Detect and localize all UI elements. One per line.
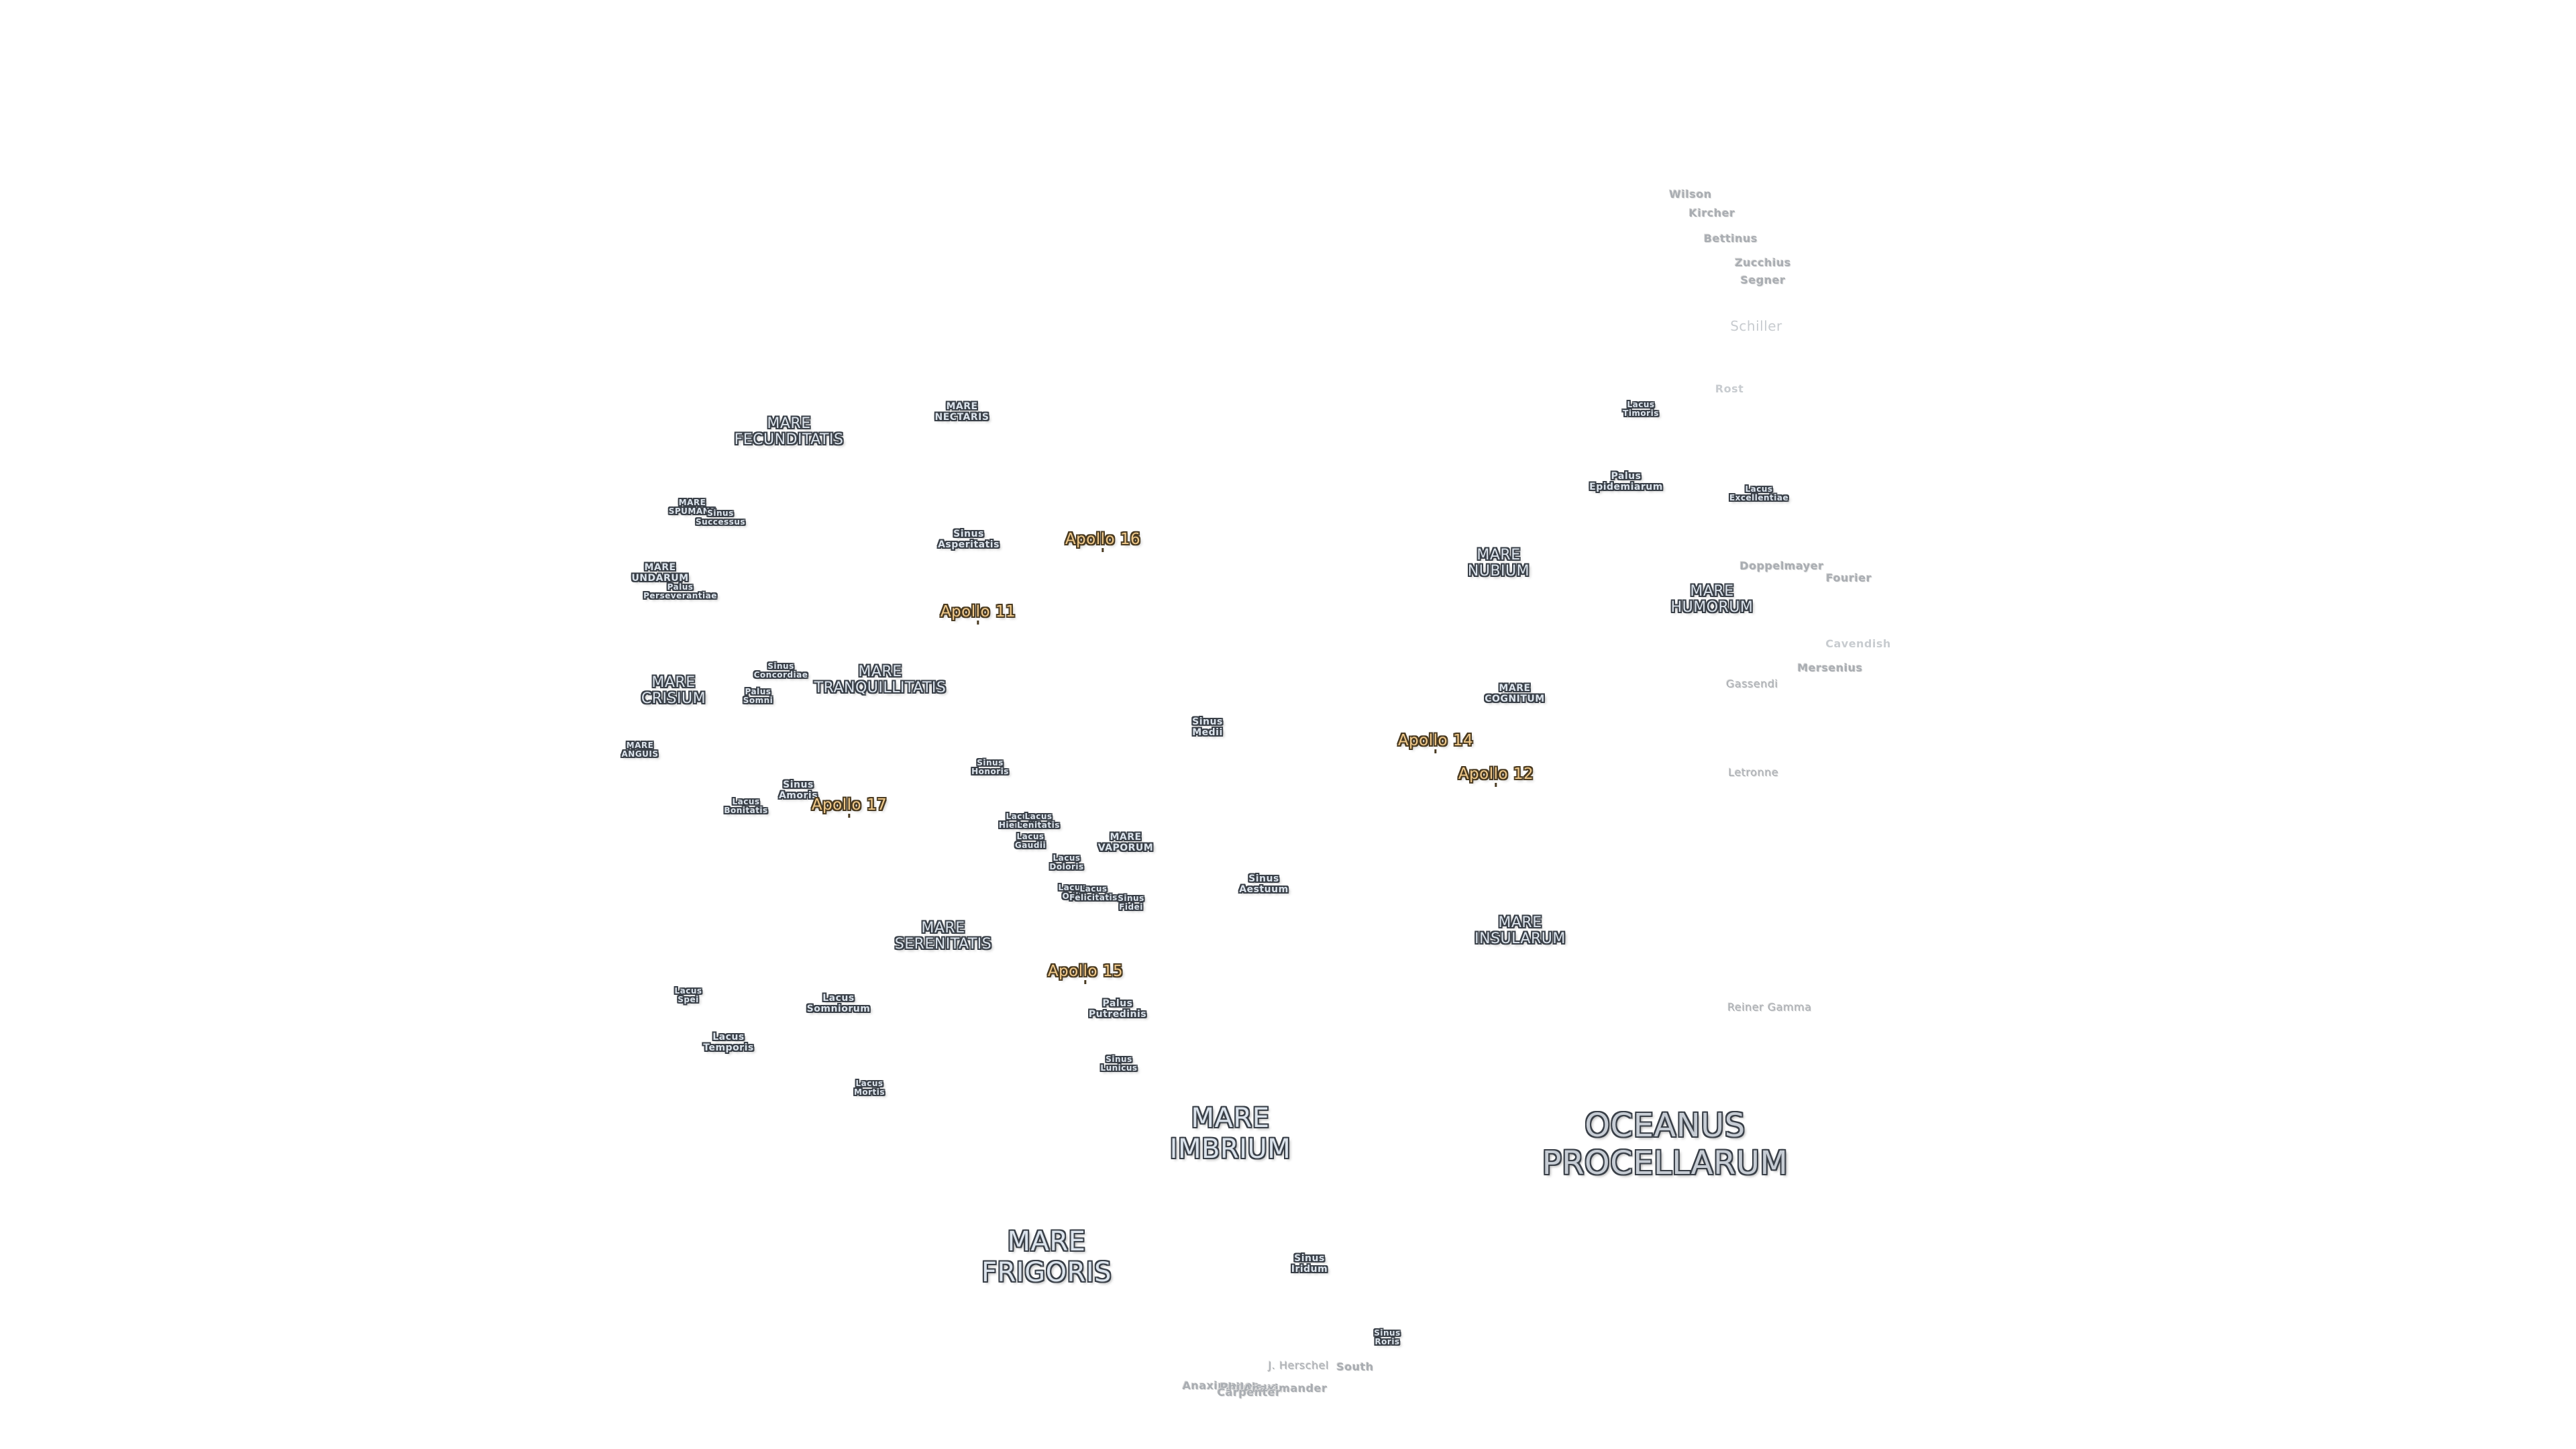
label-lacus-temporis: Lacus Temporis: [703, 1032, 754, 1053]
label-palus-perseverantiae: Palus Perseverantiae: [643, 582, 717, 600]
landing-pin-icon: [1434, 749, 1437, 753]
label-cavendish: Cavendish: [1825, 637, 1891, 650]
label-zucchius: Zucchius: [1735, 256, 1791, 269]
label-mare-anguis: MARE ANGUIS: [621, 741, 659, 759]
label-carpenter: Carpenter: [1217, 1386, 1281, 1399]
landing-pin-icon: [1495, 783, 1497, 787]
landing-pin-icon: [1102, 548, 1104, 552]
label-mare-nectaris: MARE NECTARIS: [934, 401, 989, 423]
apollo-site-apollo-15[interactable]: Apollo 15: [1047, 963, 1124, 984]
apollo-site-apollo-17[interactable]: Apollo 17: [811, 796, 888, 818]
label-anaximenes: Anaximenes: [1182, 1379, 1260, 1392]
label-gassendi: Gassendi: [1726, 678, 1778, 690]
label-wilson: Wilson: [1669, 188, 1712, 201]
label-sinus-successus: Sinus Successus: [695, 508, 746, 527]
label-mare-humorum: MARE HUMORUM: [1670, 583, 1754, 616]
label-mare-imbrium: MARE IMBRIUM: [1169, 1103, 1291, 1165]
label-bettinus: Bettinus: [1703, 232, 1758, 245]
label-lacus-gaudii: Lacus Gaudii: [1014, 832, 1046, 850]
apollo-site-apollo-14[interactable]: Apollo 14: [1397, 732, 1474, 753]
label-anaximander: Anaximander: [1243, 1382, 1328, 1395]
label-lacus-doloris: Lacus Doloris: [1049, 853, 1084, 871]
label-mare-insularum: MARE INSULARUM: [1474, 914, 1566, 947]
label-lacus-felicitatis: Lacus Felicitatis: [1069, 884, 1118, 902]
label-letronne: Letronne: [1728, 766, 1779, 779]
label-segner: Segner: [1740, 274, 1786, 286]
landing-pin-icon: [1084, 980, 1087, 984]
label-lacus-odii: Lacus Odii: [1058, 883, 1086, 901]
label-sinus-iridum: Sinus Iridum: [1291, 1253, 1328, 1275]
label-mare-cognitum: MARE COGNITUM: [1485, 683, 1545, 704]
label-mare-crisium: MARE CRISIUM: [641, 674, 706, 707]
apollo-site-apollo-11[interactable]: Apollo 11: [940, 603, 1016, 625]
label-reiner-gamma: Reiner Gamma: [1727, 1001, 1812, 1014]
landing-pin-icon: [977, 621, 979, 625]
label-lacus-spei: Lacus Spei: [674, 986, 702, 1004]
label-mare-vaporum: MARE VAPORUM: [1097, 832, 1154, 853]
apollo-site-label: Apollo 14: [1397, 732, 1474, 749]
label-fourier: Fourier: [1825, 572, 1872, 584]
label-sinus-honoris: Sinus Honoris: [971, 758, 1009, 776]
apollo-site-apollo-12[interactable]: Apollo 12: [1458, 765, 1534, 787]
label-philolaus: Philolaus: [1220, 1381, 1279, 1393]
label-mersenius: Mersenius: [1797, 661, 1863, 674]
label-kircher: Kircher: [1688, 207, 1735, 219]
apollo-site-apollo-16[interactable]: Apollo 16: [1065, 531, 1141, 552]
label-sinus-amoris: Sinus Amoris: [778, 780, 818, 801]
label-palus-somni: Palus Somni: [743, 687, 773, 705]
landing-pin-icon: [848, 814, 851, 818]
apollo-site-label: Apollo 11: [940, 603, 1016, 621]
label-rost: Rost: [1715, 382, 1744, 395]
label-doppelmayer: Doppelmayer: [1739, 559, 1824, 572]
label-sinus-asperitatis: Sinus Asperitatis: [938, 529, 1000, 550]
label-sinus-lunicus: Sinus Lunicus: [1100, 1055, 1138, 1073]
label-sinus-concordiae: Sinus Concordiae: [753, 661, 808, 680]
label-lacus-mortis: Lacus Mortis: [853, 1079, 885, 1097]
label-lacus-hiemalis: Lacus Hiemalis: [998, 812, 1041, 830]
label-lacus-somniorum: Lacus Somniorum: [806, 993, 871, 1014]
label-sinus-aestuum: Sinus Aestuum: [1239, 873, 1289, 895]
label-mare-fecunditatis: MARE FECUNDITATIS: [734, 415, 844, 448]
label-sinus-medii: Sinus Medii: [1192, 716, 1223, 738]
label-mare-tranquillitatis: MARE TRANQUILLITATIS: [814, 663, 947, 696]
label-oceanus-procellarum: OCEANUS PROCELLARUM: [1542, 1107, 1788, 1182]
label-palus-epidemiarum: Palus Epidemiarum: [1589, 471, 1663, 492]
label-palus-putredinis: Palus Putredinis: [1088, 998, 1147, 1020]
label-lacus-lenitatis: Lacus Lenitatis: [1017, 812, 1060, 830]
label-sinus-fidei: Sinus Fidei: [1118, 894, 1144, 912]
label-schiller: Schiller: [1730, 318, 1782, 334]
label-mare-frigoris: MARE FRIGORIS: [981, 1226, 1112, 1288]
apollo-site-label: Apollo 16: [1065, 531, 1141, 548]
label-lacus-excellentiae: Lacus Excellentiae: [1729, 484, 1789, 502]
apollo-site-label: Apollo 17: [811, 796, 888, 814]
label-mare-serenitatis: MARE SERENITATIS: [894, 920, 992, 953]
label-mare-spumans: MARE SPUMANS: [668, 498, 716, 516]
label-mare-nubium: MARE NUBIUM: [1467, 547, 1530, 580]
label-south: South: [1336, 1360, 1374, 1373]
apollo-site-label: Apollo 15: [1047, 963, 1124, 980]
label-sinus-roris: Sinus Roris: [1374, 1328, 1401, 1346]
label-lacus-bonitatis: Lacus Bonitatis: [724, 797, 768, 815]
label-j-herschel: J. Herschel: [1268, 1359, 1330, 1372]
label-lacus-timoris: Lacus Timoris: [1623, 400, 1659, 418]
label-mare-undarum: MARE UNDARUM: [631, 562, 689, 584]
apollo-site-label: Apollo 12: [1458, 765, 1534, 783]
